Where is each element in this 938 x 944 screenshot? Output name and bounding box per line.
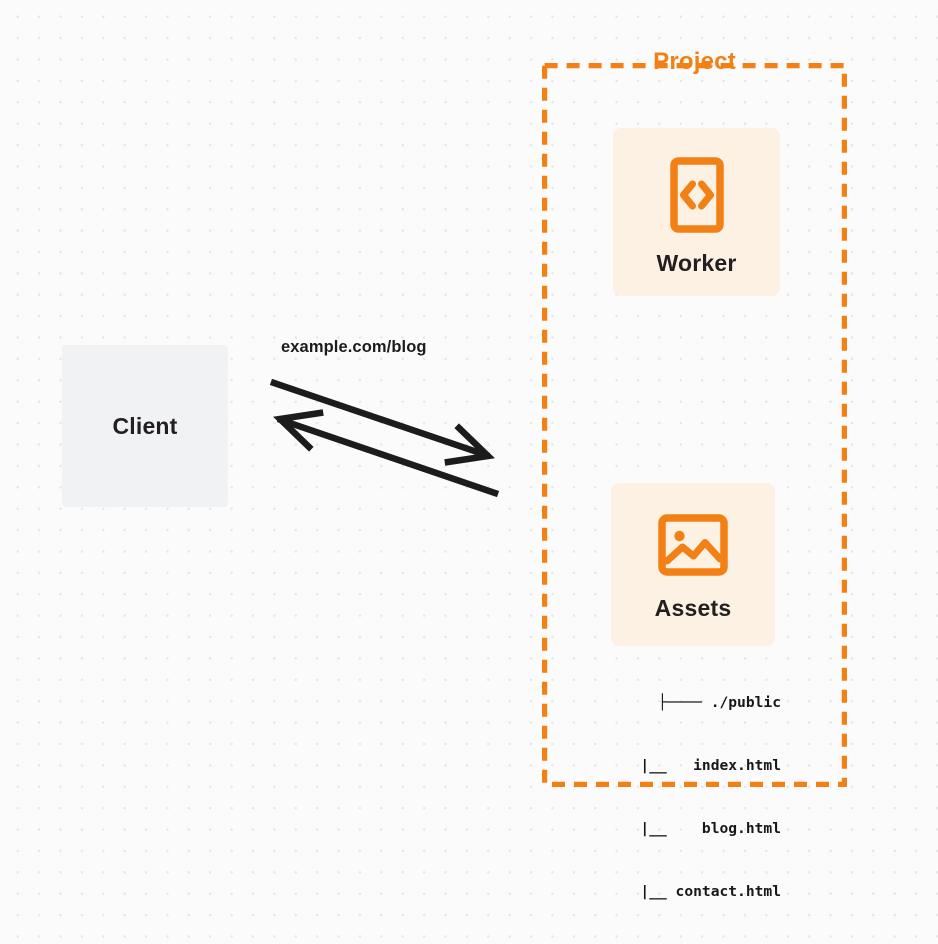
file-tree-row: |__ index.html <box>640 757 781 774</box>
project-title-label: Project <box>653 48 736 75</box>
worker-card-label: Worker <box>656 250 737 276</box>
assets-file-tree: ├──── ./public |__ index.html |__ blog.h… <box>585 650 781 944</box>
file-tree-row: |__ contact.html <box>640 883 781 900</box>
project-container: Project <box>542 48 847 787</box>
client-node-label: Client <box>112 412 178 439</box>
file-tree-root-row: ├──── ./public <box>657 694 781 711</box>
response-arrow-icon <box>273 409 500 498</box>
worker-card[interactable]: Worker <box>613 128 780 296</box>
project-dashed-border <box>542 63 847 787</box>
client-node[interactable]: Client <box>62 345 228 507</box>
file-tree-row: |__ blog.html <box>640 820 781 837</box>
assets-card-label: Assets <box>654 595 732 621</box>
diagram-canvas: Client example.com/blog Project <box>62 48 847 900</box>
connection-url-label: example.com/blog <box>281 338 427 356</box>
code-brackets-icon <box>669 157 724 233</box>
image-icon <box>658 513 728 577</box>
request-arrow-icon <box>269 378 495 466</box>
assets-card[interactable]: Assets <box>611 483 775 646</box>
